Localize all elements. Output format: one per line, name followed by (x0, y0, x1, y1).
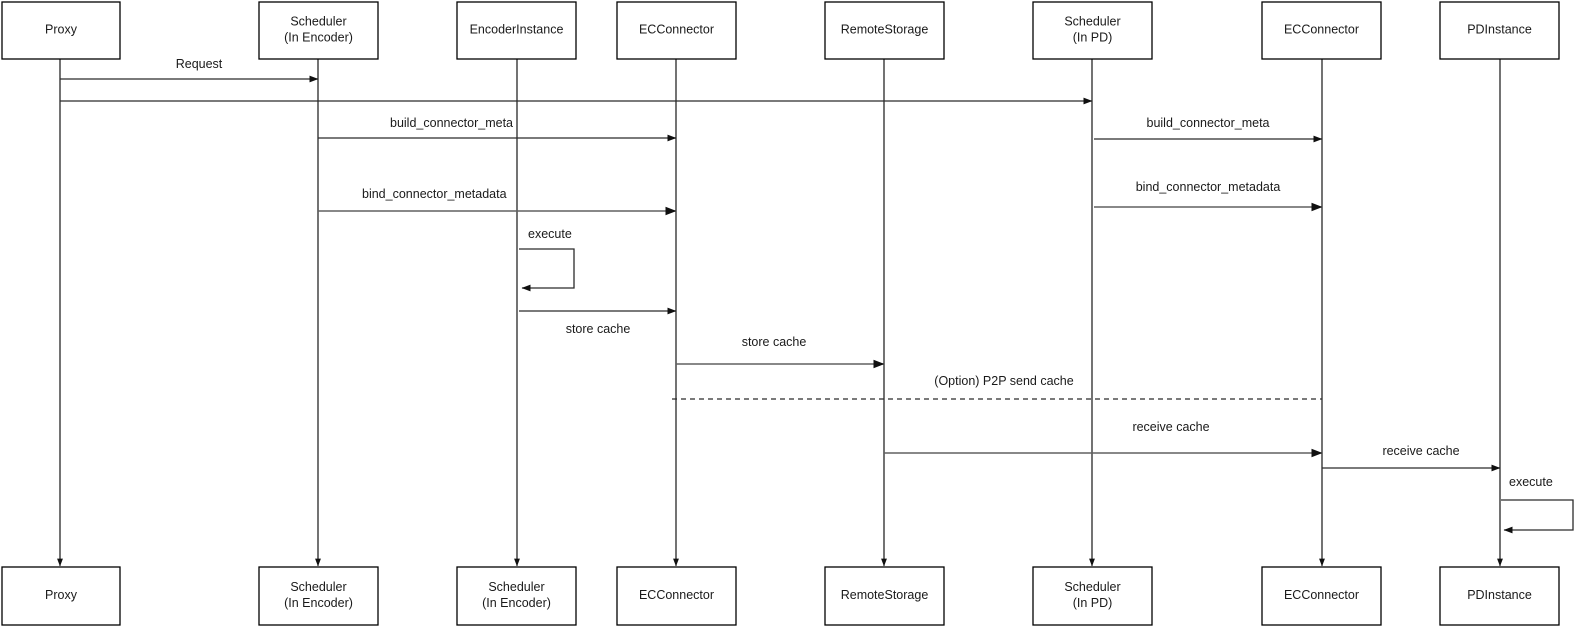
participant-header-ec_conn_r[interactable]: ECConnector (1261, 1, 1382, 60)
message-label: build_connector_meta (390, 116, 513, 130)
participant-footer-sched_enc[interactable]: Scheduler(In Encoder) (258, 566, 379, 626)
participant-footer-label: RemoteStorage (841, 588, 929, 602)
message-label: (Option) P2P send cache (934, 374, 1073, 388)
participant-footer-label: ECConnector (639, 588, 714, 602)
self-message-path (1501, 499, 1574, 534)
message-m3[interactable]: build_connector_meta (318, 116, 677, 142)
participant-header-enc_inst[interactable]: EncoderInstance (456, 1, 577, 60)
participant-header-box (824, 1, 945, 60)
self-message-label: execute (1509, 475, 1553, 489)
message-m10[interactable]: receive cache (884, 420, 1323, 458)
message-label: store cache (742, 335, 807, 349)
participant-header-remote_stor[interactable]: RemoteStorage (824, 1, 945, 60)
participant-footer-enc_inst[interactable]: Scheduler(In Encoder) (456, 566, 577, 626)
lifelines-layer (57, 59, 1503, 567)
participant-header-label: ECConnector (639, 23, 714, 37)
self-message-path (519, 248, 575, 292)
participant-header-sched_enc[interactable]: Scheduler(In Encoder) (258, 1, 379, 60)
participant-header-label: Proxy (45, 23, 78, 37)
participant-header-box (1, 1, 121, 60)
message-label: receive cache (1132, 420, 1209, 434)
self-message-s2[interactable]: execute (1501, 475, 1574, 534)
message-label: bind_connector_metadata (362, 187, 507, 201)
self-messages-layer: execute execute (519, 227, 1574, 534)
message-label: store cache (566, 322, 631, 336)
message-m9[interactable]: (Option) P2P send cache (672, 374, 1322, 400)
message-m11[interactable]: receive cache (1322, 444, 1501, 472)
participant-header-label: Scheduler(In Encoder) (284, 15, 353, 45)
participant-footer-label: ECConnector (1284, 588, 1359, 602)
participant-header-label: EncoderInstance (470, 23, 564, 37)
participant-footer-sched_pd[interactable]: Scheduler(In PD) (1032, 566, 1153, 626)
participant-header-label: Scheduler(In PD) (1064, 15, 1120, 45)
message-label: bind_connector_metadata (1136, 180, 1281, 194)
participant-header-proxy[interactable]: Proxy (1, 1, 121, 60)
participant-footer-remote_stor[interactable]: RemoteStorage (824, 566, 945, 626)
footer-boxes-layer: Proxy Scheduler(In Encoder) Scheduler(In E… (1, 566, 1560, 626)
participant-footer-label: Scheduler(In Encoder) (482, 580, 551, 610)
participant-header-box (258, 1, 379, 60)
message-m1[interactable]: Request (60, 57, 319, 83)
participant-footer-box (1261, 566, 1382, 626)
participant-footer-label: PDInstance (1467, 588, 1532, 602)
participant-header-ec_conn_l[interactable]: ECConnector (616, 1, 737, 60)
participant-footer-box (1032, 566, 1153, 626)
participant-header-label: ECConnector (1284, 23, 1359, 37)
participant-footer-box (824, 566, 945, 626)
participant-footer-pd_inst[interactable]: PDInstance (1439, 566, 1560, 626)
self-message-label: execute (528, 227, 572, 241)
participant-footer-ec_conn_l[interactable]: ECConnector (616, 566, 737, 626)
participant-header-sched_pd[interactable]: Scheduler(In PD) (1032, 1, 1153, 60)
messages-layer: Request build_connector_meta build_connect… (60, 57, 1501, 472)
self-message-s1[interactable]: execute (519, 227, 575, 292)
message-label: Request (176, 57, 223, 71)
message-m4[interactable]: build_connector_meta (1094, 116, 1323, 143)
message-m8[interactable]: store cache (676, 335, 885, 369)
participant-footer-box (616, 566, 737, 626)
participant-header-box (1032, 1, 1153, 60)
participant-footer-box (1, 566, 121, 626)
participant-header-box (616, 1, 737, 60)
participant-header-box (1261, 1, 1382, 60)
message-m7[interactable]: store cache (519, 307, 677, 336)
participant-header-label: PDInstance (1467, 23, 1532, 37)
participant-footer-box (258, 566, 379, 626)
participant-footer-label: Scheduler(In Encoder) (284, 580, 353, 610)
message-label: build_connector_meta (1147, 116, 1270, 130)
participant-footer-label: Proxy (45, 588, 78, 602)
message-m6[interactable]: bind_connector_metadata (1094, 180, 1323, 212)
message-label: receive cache (1382, 444, 1459, 458)
participant-header-box (456, 1, 577, 60)
header-boxes-layer: Proxy Scheduler(In Encoder) EncoderInstanc… (1, 1, 1560, 60)
participant-footer-box (456, 566, 577, 626)
participant-footer-box (1439, 566, 1560, 626)
participant-header-pd_inst[interactable]: PDInstance (1439, 1, 1560, 60)
participant-header-label: RemoteStorage (841, 23, 929, 37)
message-m5[interactable]: bind_connector_metadata (318, 187, 677, 216)
participant-footer-ec_conn_r[interactable]: ECConnector (1261, 566, 1382, 626)
participant-header-box (1439, 1, 1560, 60)
participant-footer-label: Scheduler(In PD) (1064, 580, 1120, 610)
participant-footer-proxy[interactable]: Proxy (1, 566, 121, 626)
